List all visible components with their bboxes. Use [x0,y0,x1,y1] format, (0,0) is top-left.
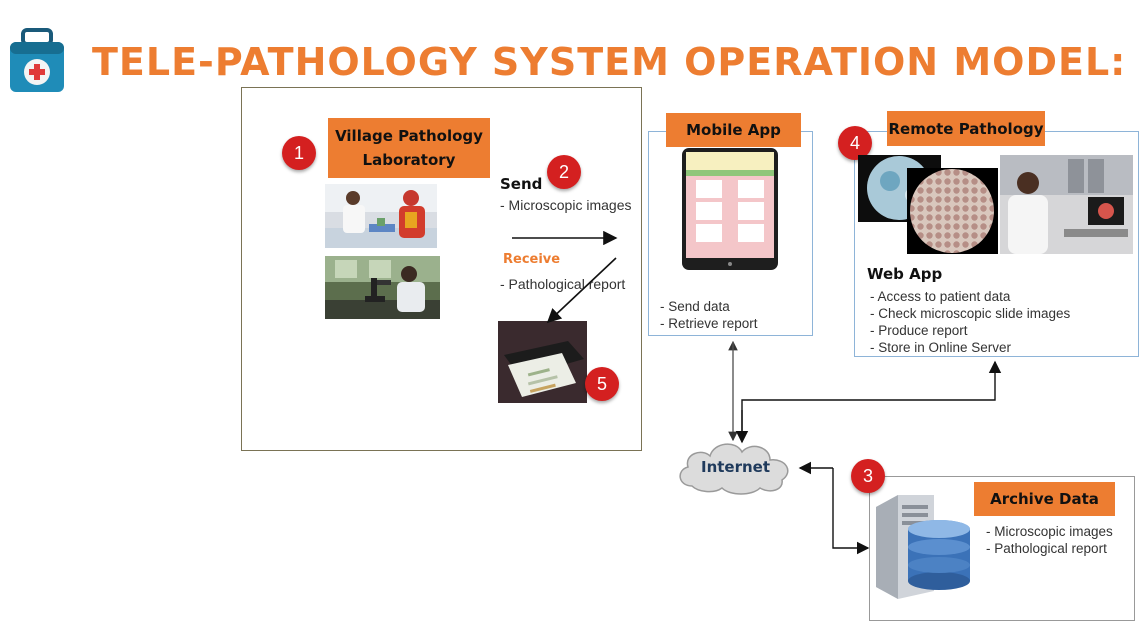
lab-consultation-photo [325,184,437,248]
web-app-label: Web App [867,265,943,283]
archive-list: - Microscopic images - Pathological repo… [986,523,1113,557]
internet-label: Internet [701,458,771,476]
internet-remote-link [741,360,1002,440]
medical-kit-icon [8,28,66,94]
web-app-item: - Store in Online Server [870,340,1012,355]
badge-4: 4 [838,126,872,160]
village-lab-box [241,87,642,451]
server-database-icon [872,485,974,600]
badge-2: 2 [547,155,581,189]
remote-pathology-label: Remote Pathology [887,111,1045,146]
web-app-item: - Access to patient data [870,289,1011,304]
web-app-list: - Access to patient data - Check microsc… [870,288,1070,356]
web-app-item: - Check microscopic slide images [870,306,1071,321]
badge-1: 1 [282,136,316,170]
mobile-app-item: - Retrieve report [660,316,758,331]
village-lab-label-line2: Laboratory [362,151,456,169]
archive-item: - Microscopic images [986,524,1113,539]
pathologist-photo [1000,155,1133,254]
village-lab-label-line1: Village Pathology [335,127,483,145]
badge-5: 5 [585,367,619,401]
internet-cloud-icon [674,436,798,496]
blood-smear-photo [907,168,998,254]
archive-item: - Pathological report [986,541,1107,556]
page-title: TELE-PATHOLOGY SYSTEM OPERATION MODEL: [92,40,1127,84]
tablet-image [682,148,778,270]
receive-item: - Pathological report [500,276,626,292]
printer-photo [498,321,587,403]
village-lab-label: Village Pathology Laboratory [328,118,490,178]
archive-box [869,476,1135,621]
mobile-app-item: - Send data [660,299,730,314]
send-label: Send [500,175,543,193]
archive-label: Archive Data [974,482,1115,516]
send-item: - Microscopic images [500,197,632,213]
receive-label: Receive [503,252,561,267]
mobile-app-list: - Send data - Retrieve report [660,298,758,332]
web-app-item: - Produce report [870,323,968,338]
microscope-photo [325,256,440,319]
mobile-app-label: Mobile App [666,113,801,147]
